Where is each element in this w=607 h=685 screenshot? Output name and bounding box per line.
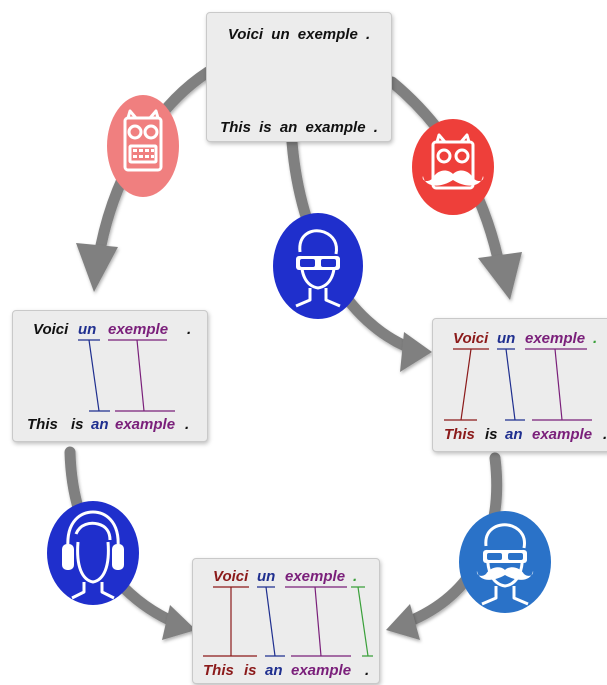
bottom-link-voici-this-is: [203, 586, 257, 657]
bottom-tgt-is: is: [244, 662, 257, 679]
left-tgt-example: example: [115, 416, 175, 433]
right-link-exemple-example: [525, 348, 592, 421]
bottom-tgt-example: example: [291, 662, 351, 679]
right-src-voici: Voici: [453, 330, 489, 347]
top-src-period: .: [366, 26, 370, 43]
top-src-exemple: exemple: [298, 26, 358, 43]
left-src-period: .: [187, 321, 191, 338]
left-link-exemple-example: [108, 339, 175, 412]
right-src-period: .: [593, 330, 597, 347]
bottom-link-period: [351, 586, 373, 657]
right-src-exemple: exemple: [525, 330, 585, 347]
top-target-sentence: This is an example .: [220, 119, 378, 136]
arrowhead-right-to-bottom: [386, 604, 420, 640]
right-link-un-an: [497, 348, 525, 421]
right-tgt-example: example: [532, 426, 592, 443]
top-tgt-is: is: [259, 119, 272, 136]
left-tgt-period: .: [185, 416, 189, 433]
top-source-sentence: Voici un exemple .: [228, 26, 370, 43]
bottom-tgt-period: .: [365, 662, 369, 679]
left-box-partial-alignment: Voici un exemple . This is an example .: [12, 310, 208, 442]
right-link-voici-this: [444, 348, 489, 421]
arrowhead-top-to-right: [478, 252, 522, 300]
bottom-src-period: .: [353, 568, 357, 585]
bottom-src-un: un: [257, 568, 275, 585]
bottom-link-un-an: [257, 586, 285, 657]
headphones-person-icon: [47, 501, 139, 605]
top-tgt-period: .: [374, 119, 378, 136]
mustache-person-icon: [459, 511, 551, 613]
right-tgt-an: an: [505, 426, 523, 443]
top-tgt-this: This: [220, 119, 251, 136]
bottom-tgt-this: This: [203, 662, 234, 679]
left-src-voici: Voici: [33, 321, 69, 338]
left-src-un: un: [78, 321, 96, 338]
arrowhead-top-to-middle-right: [400, 332, 432, 372]
bottom-link-exemple-example: [285, 586, 351, 657]
left-tgt-this: This: [27, 416, 58, 433]
right-tgt-period: .: [603, 426, 607, 443]
right-box-alignment: Voici un exemple . This is an example .: [432, 318, 607, 452]
top-box-unaligned: Voici un exemple . This is an example .: [206, 12, 392, 142]
left-tgt-is: is: [71, 416, 84, 433]
top-src-voici: Voici: [228, 26, 264, 43]
left-link-un-an: [78, 339, 110, 412]
goggles-person-icon: [273, 213, 363, 319]
arrowhead-left-to-bottom: [162, 605, 196, 640]
left-tgt-an: an: [91, 416, 109, 433]
top-src-un: un: [271, 26, 289, 43]
right-tgt-this: This: [444, 426, 475, 443]
top-tgt-an: an: [280, 119, 298, 136]
left-src-exemple: exemple: [108, 321, 168, 338]
bottom-src-voici: Voici: [213, 568, 249, 585]
bottom-src-exemple: exemple: [285, 568, 345, 585]
right-tgt-is: is: [485, 426, 498, 443]
right-src-un: un: [497, 330, 515, 347]
top-tgt-example: example: [306, 119, 366, 136]
robot-icon: [107, 95, 179, 197]
mustache-robot-icon: [412, 119, 494, 215]
bottom-box-full-alignment: Voici un exemple . This is an example .: [192, 558, 380, 684]
bottom-tgt-an: an: [265, 662, 283, 679]
arrowhead-top-to-left: [76, 243, 118, 292]
